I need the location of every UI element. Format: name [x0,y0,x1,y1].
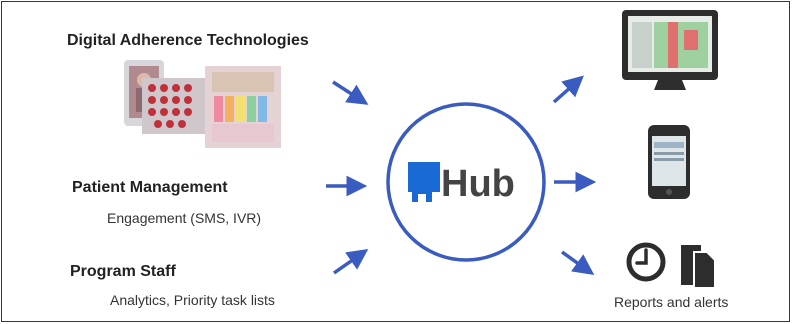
input-subtitle-engagement: Engagement (SMS, IVR) [107,210,262,226]
monitor-icon [622,10,718,90]
input-title-patient-management: Patient Management [72,179,228,196]
arrow-staff-to-hub [332,248,369,275]
arrow-dat-to-hub [332,80,369,105]
smartphone-icon [648,125,690,199]
clock-icon [626,242,666,282]
hub-label: Hub [441,163,515,205]
input-title-program-staff: Program Staff [70,263,176,280]
arrow-hub-to-reports [560,250,595,276]
hub-circle [386,102,546,262]
input-title-dat: Digital Adherence Technologies [67,32,309,49]
reports-label: Reports and alerts [614,294,729,310]
input-subtitle-analytics: Analytics, Priority task lists [110,292,275,308]
arrow-hub-to-monitor [552,75,584,104]
document-icon [681,245,716,289]
hub-logo-icon [408,162,440,202]
pill-box-image [124,60,281,148]
